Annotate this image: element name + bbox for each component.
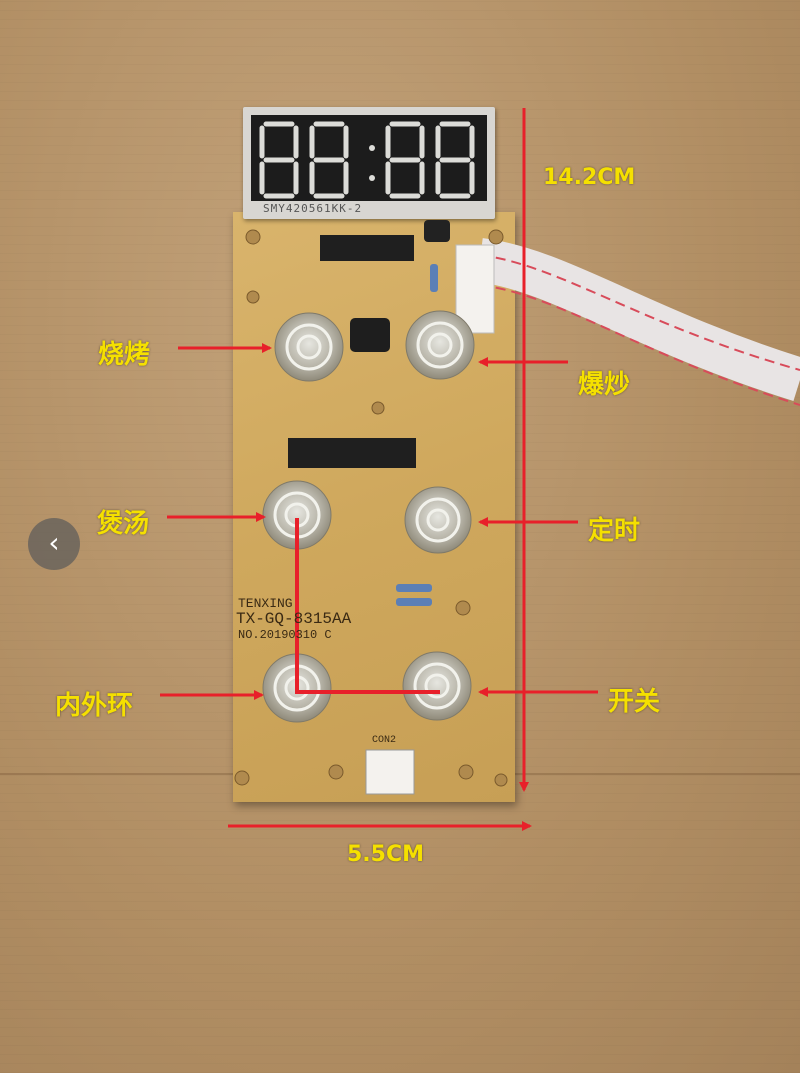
board-date-code: NO.20190310 C xyxy=(238,628,332,642)
capacitor-middle xyxy=(350,318,390,352)
resistor-pair xyxy=(396,264,438,606)
label-inner-outer-ring: 内外环 xyxy=(55,691,134,721)
touch-spring-bake xyxy=(274,312,344,382)
chevron-left-icon: ‹ xyxy=(48,526,60,559)
dimension-height: 14.2CM xyxy=(543,165,636,190)
bottom-connector xyxy=(365,749,415,795)
ic-chip-top xyxy=(320,235,414,261)
touch-spring-timer xyxy=(404,486,472,554)
label-power: 开关 xyxy=(608,687,661,717)
seven-segment-digits xyxy=(259,121,475,199)
dimension-width: 5.5CM xyxy=(347,842,425,867)
jumper-trace xyxy=(295,518,440,694)
label-arrows xyxy=(160,343,598,700)
board-brand: TENXING xyxy=(238,596,293,611)
label-timer: 定时 xyxy=(588,516,641,546)
mounting-holes xyxy=(234,229,508,787)
touch-spring-power xyxy=(402,651,472,721)
label-soup: 煲汤 xyxy=(97,509,150,539)
board-model: TX-GQ-8315AA xyxy=(236,610,352,628)
label-bake: 烧烤 xyxy=(98,340,151,370)
label-stir-fry: 爆炒 xyxy=(578,370,631,400)
touch-spring-stir-fry xyxy=(405,310,475,380)
connector-label: CON2 xyxy=(372,735,397,746)
capacitor-top xyxy=(424,220,450,242)
ribbon-cable xyxy=(455,238,800,406)
dimension-arrows xyxy=(228,108,532,831)
ic-chip-middle xyxy=(288,438,416,468)
display-part-number: SMY420561KK-2 xyxy=(263,202,363,215)
prev-image-button[interactable]: ‹ xyxy=(28,518,80,570)
